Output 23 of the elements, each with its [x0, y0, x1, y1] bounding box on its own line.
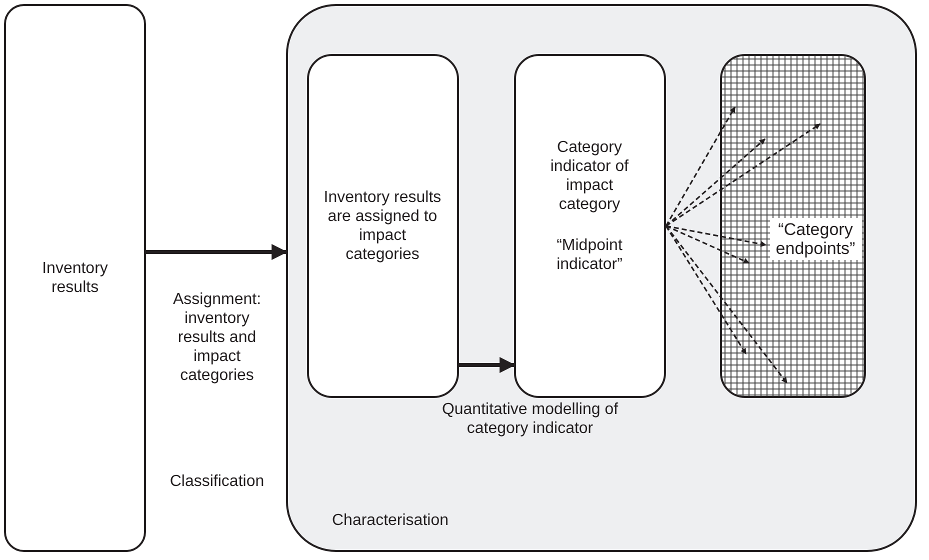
- arrow: [459, 357, 516, 373]
- box-label: “Category endpoints”: [770, 218, 862, 260]
- process-box: [4, 4, 146, 552]
- stage-panel: [286, 4, 917, 552]
- box-subtitle: “Midpoint indicator”: [556, 236, 624, 274]
- annotation-text: Classification: [168, 472, 266, 491]
- dashed-arrow: [665, 226, 747, 354]
- process-box: [514, 54, 666, 398]
- dashed-arrow: [665, 138, 766, 227]
- annotation-text: Assignment: inventory results and impact categories: [172, 290, 262, 385]
- arrow: [146, 244, 288, 260]
- dashed-arrow: [666, 225, 767, 247]
- dashed-arrow: [665, 106, 736, 226]
- process-box: [306, 54, 458, 398]
- dashed-arrow: [666, 123, 820, 227]
- annotation-text: Quantitative modelling of category indicator: [440, 400, 620, 438]
- dashed-arrow: [666, 225, 750, 264]
- box-label: Category indicator of impact category: [549, 138, 630, 214]
- box-label: Inventory results are assigned to impact categories: [322, 188, 442, 264]
- panel-heading: Characterisation: [332, 511, 448, 530]
- hatched-box: [720, 54, 866, 398]
- box-label: Inventory results: [41, 259, 109, 297]
- dashed-arrow: [665, 226, 788, 384]
